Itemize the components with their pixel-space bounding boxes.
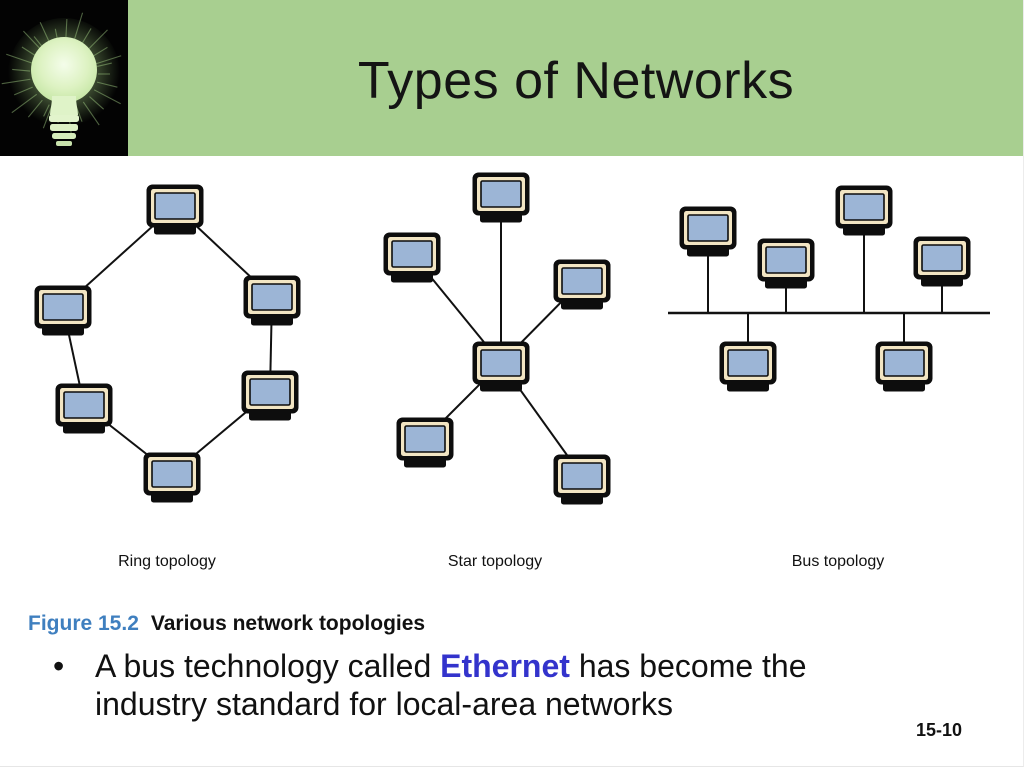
figure-caption-text: Various network topologies [150,612,426,635]
light-bulb-graphic [0,0,128,156]
slide-title: Types of Networks [357,52,795,110]
bullet-text-line2: industry standard for local-area network… [95,686,674,722]
star-topology-label: Star topology [447,553,543,570]
bullet-text-pre: A bus technology called [95,648,441,684]
bullet-marker: • [53,648,65,684]
ring-topology-label: Ring topology [118,553,216,570]
figure-caption: Figure 15.2 Various network topologies [28,612,425,636]
header-bar [0,0,1023,156]
page-number: 15-10 [915,720,962,740]
ethernet-highlight: Ethernet [440,648,570,684]
light-bulb-image [0,0,128,156]
bus-topology-label: Bus topology [791,553,885,570]
bullet-text-post: has become the [569,648,807,684]
figure-number: Figure 15.2 [28,612,139,635]
bullet-item: A bus technology called Ethernet has bec… [95,647,895,723]
